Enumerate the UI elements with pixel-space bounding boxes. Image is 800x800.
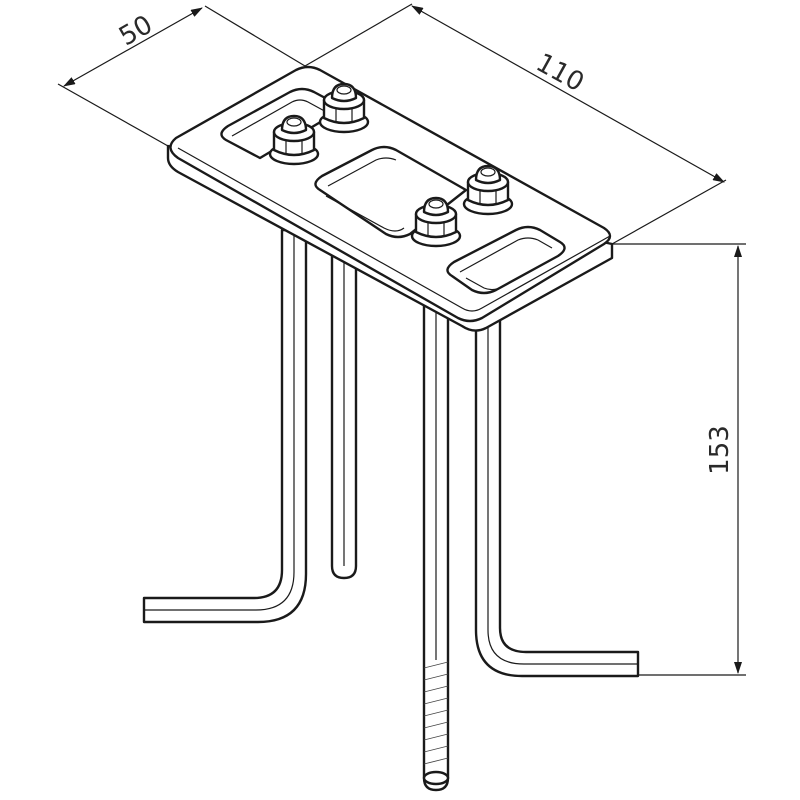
slot-front	[446, 225, 566, 295]
nut-3	[462, 164, 514, 216]
dimension-lines	[57, 3, 746, 676]
base-plate	[166, 65, 614, 332]
nut-1	[268, 114, 320, 166]
nuts	[268, 82, 514, 248]
thread-hatch	[423, 661, 449, 765]
nut-2	[318, 82, 370, 134]
nut-4	[410, 196, 462, 248]
dimension-width-label: 50	[114, 10, 158, 53]
j-bolt-left	[142, 228, 308, 624]
rods	[142, 228, 640, 792]
j-bolt-right	[474, 318, 640, 678]
dimension-length-label: 110	[531, 48, 589, 98]
dimension-height-label: 153	[705, 425, 735, 475]
